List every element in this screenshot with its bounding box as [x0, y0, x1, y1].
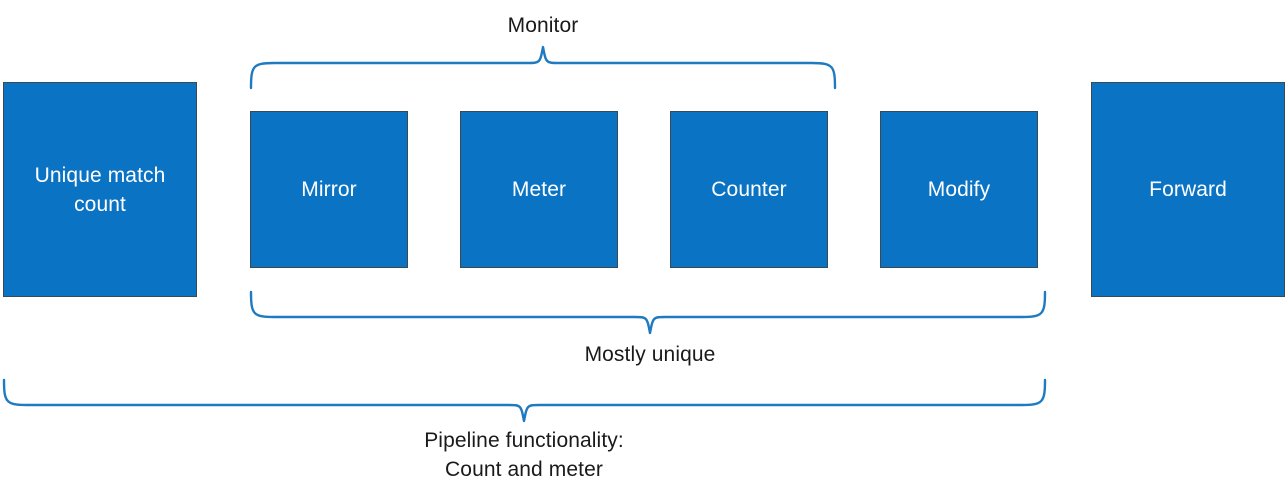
box-forward-label: Forward	[1149, 178, 1227, 201]
pipeline-functionality-brace-label: Pipeline functionality:Count and meter	[424, 429, 624, 481]
mostly-unique-brace-path	[249, 290, 1047, 335]
box-meter[interactable]: Meter	[460, 111, 618, 268]
monitor-brace-path	[249, 45, 837, 90]
box-forward[interactable]: Forward	[1091, 82, 1285, 297]
box-counter[interactable]: Counter	[670, 111, 828, 268]
box-mirror[interactable]: Mirror	[250, 111, 408, 268]
box-modify[interactable]: Modify	[880, 111, 1038, 268]
box-modify-label: Modify	[927, 178, 991, 201]
monitor-brace-label: Monitor	[507, 14, 579, 37]
pipeline-functionality-brace-path	[2, 378, 1047, 423]
mostly-unique-brace-label: Mostly unique	[584, 343, 716, 366]
box-mirror-label: Mirror	[301, 178, 357, 201]
box-meter-label: Meter	[511, 178, 567, 201]
box-counter-label: Counter	[711, 178, 787, 201]
